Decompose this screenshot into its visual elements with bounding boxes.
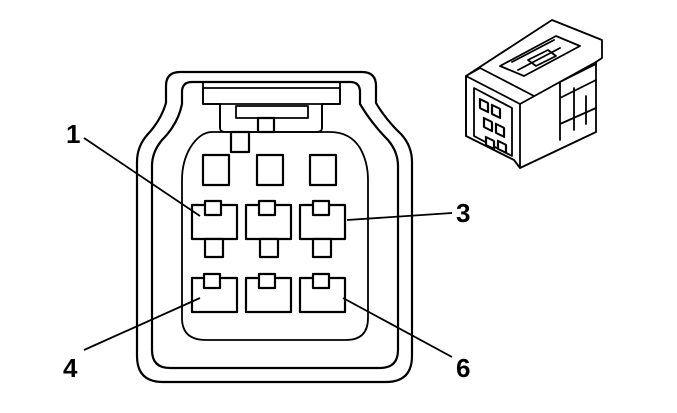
latch-tab-right [256,116,276,134]
terminal-6 [298,272,347,314]
leader-4 [83,297,201,351]
housing-inner-outline [150,80,400,370]
iso-side-rib [559,63,597,141]
callout-label-4: 4 [63,353,78,383]
cavity-field-outline [181,131,369,341]
leader-6 [342,297,453,358]
connector-isometric-view [465,19,603,169]
cavity-9 [308,153,338,187]
iso-terminal-c [482,116,494,133]
callouts: 1 3 4 6 [63,119,470,383]
latch-tab-left [229,130,251,154]
iso-terminal-d [494,122,506,139]
connector-face [135,70,414,384]
iso-terminal-b [490,103,502,120]
leader-3 [346,212,453,221]
callout-label-1: 1 [66,119,80,149]
iso-latch [499,35,581,77]
iso-front-face [465,75,521,169]
iso-front-face-inner [473,87,513,157]
terminal-4 [190,272,239,314]
cavity-7 [201,153,231,187]
callout-label-6: 6 [456,353,470,383]
iso-terminal-a [478,97,490,114]
iso-terminal-e [484,135,496,151]
iso-top-edge [465,61,597,105]
terminal-2 [244,199,293,259]
housing-outer-outline [135,70,414,384]
latch-top-bar [202,87,341,105]
cavity-row-top [201,153,338,187]
cavity-row-middle [190,199,347,259]
terminal-1 [190,199,239,259]
cavity-8 [255,153,285,187]
iso-terminal-f [496,139,508,155]
leader-1 [83,137,201,217]
latch-inner-strip [235,105,309,119]
callout-label-3: 3 [456,198,470,228]
cavity-row-bottom [190,272,347,314]
terminal-3 [298,199,347,259]
iso-latch-block [527,49,557,67]
terminal-5 [244,272,293,314]
